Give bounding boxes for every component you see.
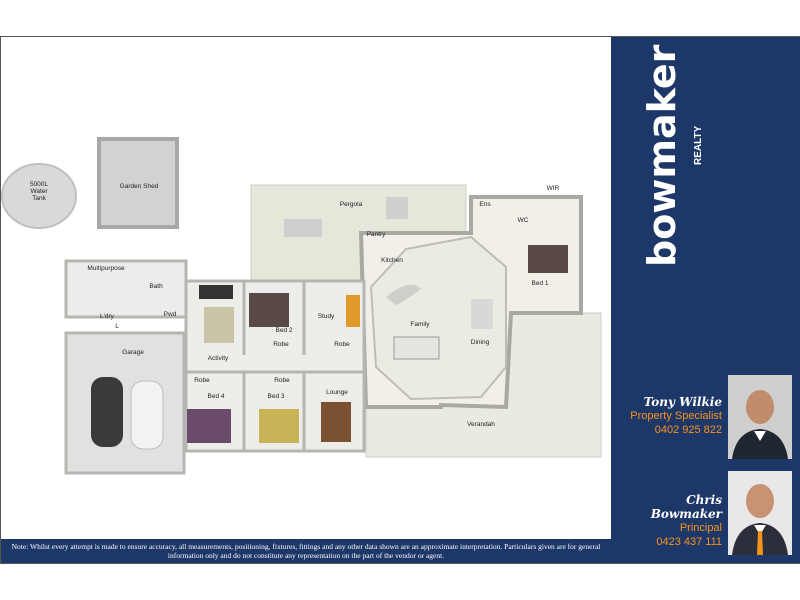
dining-label: Dining <box>470 339 490 346</box>
disclaimer-bar: Note: Whilst every attempt is made to en… <box>1 539 611 563</box>
car-white <box>130 380 164 450</box>
bed4-furniture <box>187 409 231 443</box>
agent-phone[interactable]: 0423 437 111 <box>656 536 722 548</box>
water-tank <box>1 163 77 229</box>
multipurpose-label: Multipurpose <box>87 265 125 272</box>
pwd-label: Pwd <box>163 311 177 318</box>
garden-shed <box>97 137 179 229</box>
agent-photo <box>728 375 792 459</box>
bath-label: Bath <box>149 283 163 290</box>
agent-card-1: Tony Wilkie Property Specialist 0402 925… <box>630 395 722 437</box>
agent-photo <box>728 471 792 555</box>
wir-label: WIR <box>546 185 560 192</box>
brand-logo: bowmaker REALTY <box>629 44 704 277</box>
agent-name: Tony Wilkie <box>643 395 722 409</box>
study-label: Study <box>317 313 335 320</box>
floor-plan-drawing <box>1 137 602 475</box>
utility-wing <box>64 259 188 319</box>
activity-rug <box>204 307 234 343</box>
laundry-label: L'dry <box>100 313 114 320</box>
agent-name: Chris Bowmaker <box>650 493 722 521</box>
brand-sub: REALTY <box>693 125 704 165</box>
garage-area <box>64 331 186 475</box>
robe-label-2: Robe <box>334 341 350 348</box>
bed2-furniture <box>249 293 289 327</box>
bed4-label: Bed 4 <box>207 393 225 400</box>
robe-label-1: Robe <box>273 341 289 348</box>
pergola-table <box>284 219 322 237</box>
agent-role: Principal <box>679 522 722 534</box>
kitchen-label: Kitchen <box>381 257 403 264</box>
shed-label: Garden Shed <box>119 183 159 190</box>
pantry-label: Pantry <box>366 231 386 238</box>
pergola-table-2 <box>386 197 408 219</box>
lounge-label: Lounge <box>326 389 348 396</box>
bed3-label: Bed 3 <box>267 393 285 400</box>
bed1-label: Bed 1 <box>531 280 549 287</box>
wc-label: WC <box>517 217 529 224</box>
verandah-label: Verandah <box>467 421 495 428</box>
agent-phone[interactable]: 0402 925 822 <box>654 424 722 436</box>
kitchen-counter <box>386 284 421 306</box>
agent-role: Property Specialist <box>630 410 722 422</box>
robe-label-3: Robe <box>194 377 210 384</box>
l-label: L <box>115 323 119 330</box>
agent-card-2: Chris Bowmaker Principal 0423 437 111 <box>611 493 722 549</box>
study-desk <box>346 295 360 327</box>
brand-name: bowmaker <box>640 44 684 267</box>
bed3-furniture <box>259 409 299 443</box>
family-label: Family <box>410 321 430 328</box>
activity-tv-unit <box>199 285 233 299</box>
agency-sidebar: bowmaker REALTY Tony Wilkie Property Spe… <box>611 37 800 563</box>
robe-label-4: Robe <box>274 377 290 384</box>
ens-label: Ens <box>479 201 491 208</box>
bed2-label: Bed 2 <box>275 327 293 334</box>
family-sofa <box>393 336 440 360</box>
bed1-furniture <box>528 245 568 273</box>
dining-table <box>471 299 493 329</box>
garage-label: Garage <box>122 349 144 356</box>
activity-label: Activity <box>207 355 229 362</box>
pergola-label: Pergola <box>339 201 363 208</box>
lounge-rug <box>321 402 351 442</box>
car-dark <box>91 377 123 447</box>
